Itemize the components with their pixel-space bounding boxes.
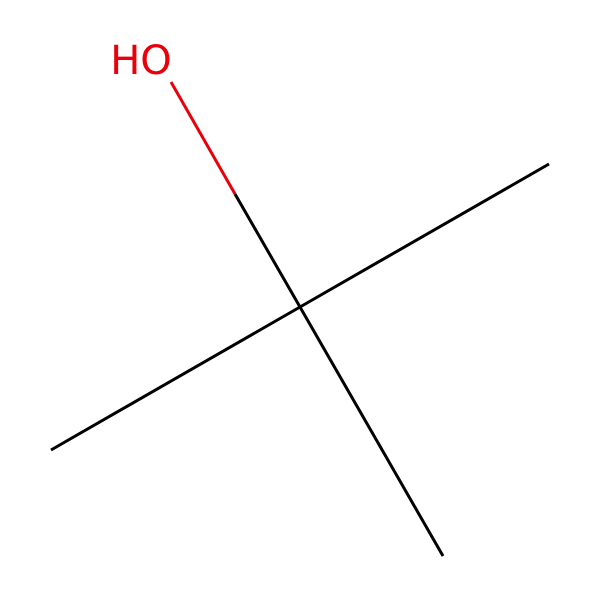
bond-carbon-oxygen-oxygen-half bbox=[169, 81, 237, 195]
bond-carbon-oxygen bbox=[169, 81, 302, 308]
atom-label-hydroxyl: HO bbox=[110, 38, 172, 84]
bond-carbon-oxygen-carbon-half bbox=[233, 193, 302, 308]
bond-carbon-methyl-bottom bbox=[298, 306, 445, 557]
bond-carbon-methyl-right bbox=[299, 162, 550, 309]
bond-carbon-methyl-left bbox=[50, 305, 301, 452]
